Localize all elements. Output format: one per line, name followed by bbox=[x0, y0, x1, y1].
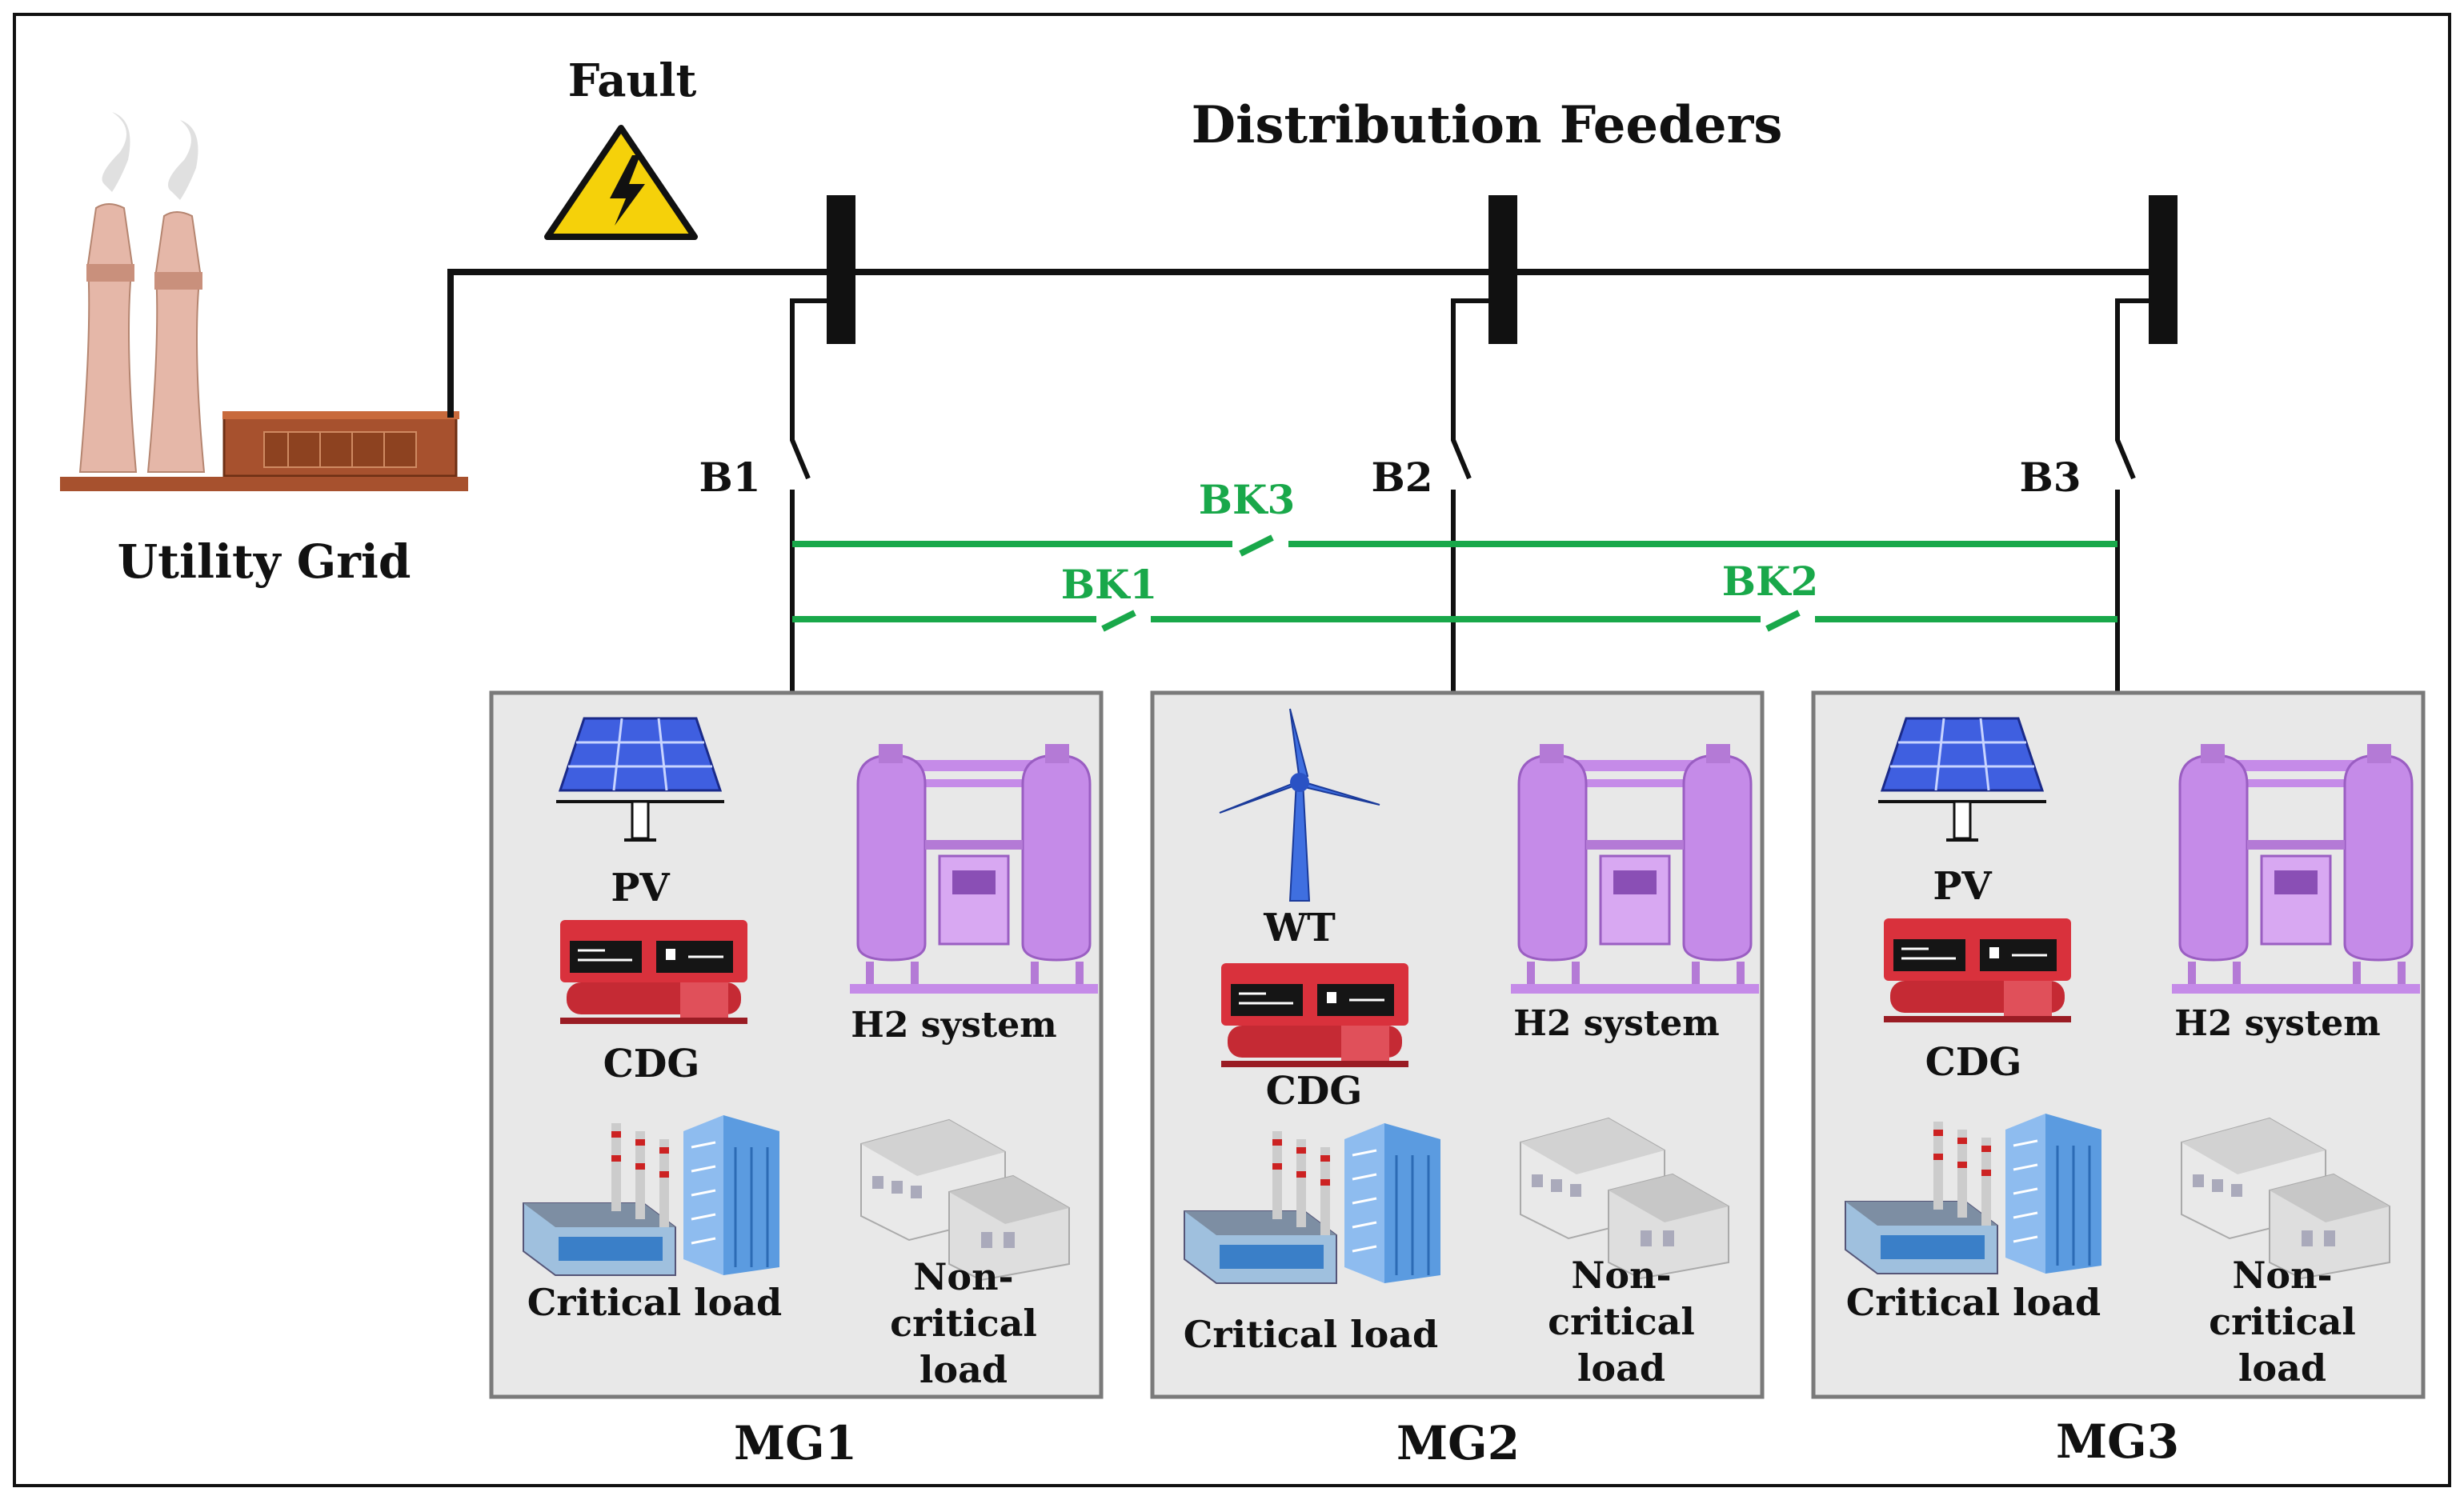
cdg-icon bbox=[1220, 962, 1410, 1069]
b1-label: B1 bbox=[699, 454, 760, 501]
mg2-critical-label: Critical load bbox=[1184, 1313, 1438, 1356]
bus-bar-2 bbox=[1488, 195, 1517, 344]
breaker-b3 bbox=[2115, 298, 2149, 694]
mg3-critical-label: Critical load bbox=[1846, 1281, 2101, 1324]
frame bbox=[13, 13, 2451, 1487]
mg2-cdg-label: CDG bbox=[1266, 1069, 1363, 1114]
mg1-label: MG1 bbox=[734, 1416, 857, 1470]
bus-bar-1 bbox=[827, 195, 855, 344]
mg2-label: MG2 bbox=[1396, 1416, 1520, 1470]
mg1-noncritical-3: load bbox=[919, 1348, 1008, 1391]
mg3-label: MG3 bbox=[2056, 1414, 2179, 1469]
mg1-source-label: PV bbox=[611, 866, 670, 910]
b2-label: B2 bbox=[1371, 454, 1432, 501]
power-plant-icon bbox=[60, 112, 468, 491]
mg1-cdg-label: CDG bbox=[603, 1042, 700, 1086]
mg3-h2-label: H2 system bbox=[2174, 1003, 2381, 1044]
distribution-feeder bbox=[447, 269, 2174, 418]
fault-warning-icon bbox=[544, 125, 698, 240]
cdg-icon bbox=[1882, 917, 2073, 1024]
bk2-label: BK2 bbox=[1722, 558, 1819, 605]
mg2-h2-label: H2 system bbox=[1513, 1003, 1720, 1044]
mg3-noncritical-2: critical bbox=[2209, 1300, 2356, 1343]
mg3-noncritical-1: Non- bbox=[2232, 1254, 2332, 1297]
tie-line-bk3 bbox=[792, 534, 2117, 557]
tie-line-bk1-bk2 bbox=[792, 610, 2117, 632]
mg1-h2-label: H2 system bbox=[851, 1005, 1057, 1046]
utility-grid-label: Utility Grid bbox=[118, 534, 411, 589]
mg3-noncritical-3: load bbox=[2238, 1346, 2326, 1390]
mg1-panel: PV CDG H2 system Critical load Non- crit… bbox=[489, 690, 1104, 1399]
fault-label: Fault bbox=[568, 54, 697, 107]
mg2-noncritical-3: load bbox=[1577, 1346, 1665, 1390]
mg2-panel: WT CDG H2 system Critical load Non- crit… bbox=[1150, 690, 1765, 1399]
breaker-b1 bbox=[790, 298, 827, 694]
cdg-icon bbox=[559, 918, 749, 1026]
mg1-critical-label: Critical load bbox=[527, 1281, 782, 1324]
b3-label: B3 bbox=[2019, 454, 2081, 501]
bus-bar-3 bbox=[2149, 195, 2178, 344]
mg2-source-label: WT bbox=[1263, 906, 1336, 950]
bk1-label: BK1 bbox=[1061, 561, 1158, 608]
mg1-noncritical-1: Non- bbox=[913, 1255, 1013, 1298]
mg3-source-label: PV bbox=[1933, 864, 1992, 909]
mg1-noncritical-2: critical bbox=[890, 1302, 1037, 1345]
mg2-noncritical-2: critical bbox=[1548, 1300, 1695, 1343]
mg2-noncritical-1: Non- bbox=[1571, 1254, 1671, 1297]
bk3-label: BK3 bbox=[1199, 476, 1296, 523]
mg3-cdg-label: CDG bbox=[1925, 1040, 2022, 1085]
feeders-title: Distribution Feeders bbox=[1192, 95, 1783, 155]
mg3-panel: PV CDG H2 system Critical load Non- crit… bbox=[1811, 690, 2426, 1399]
breaker-b2 bbox=[1451, 298, 1488, 694]
